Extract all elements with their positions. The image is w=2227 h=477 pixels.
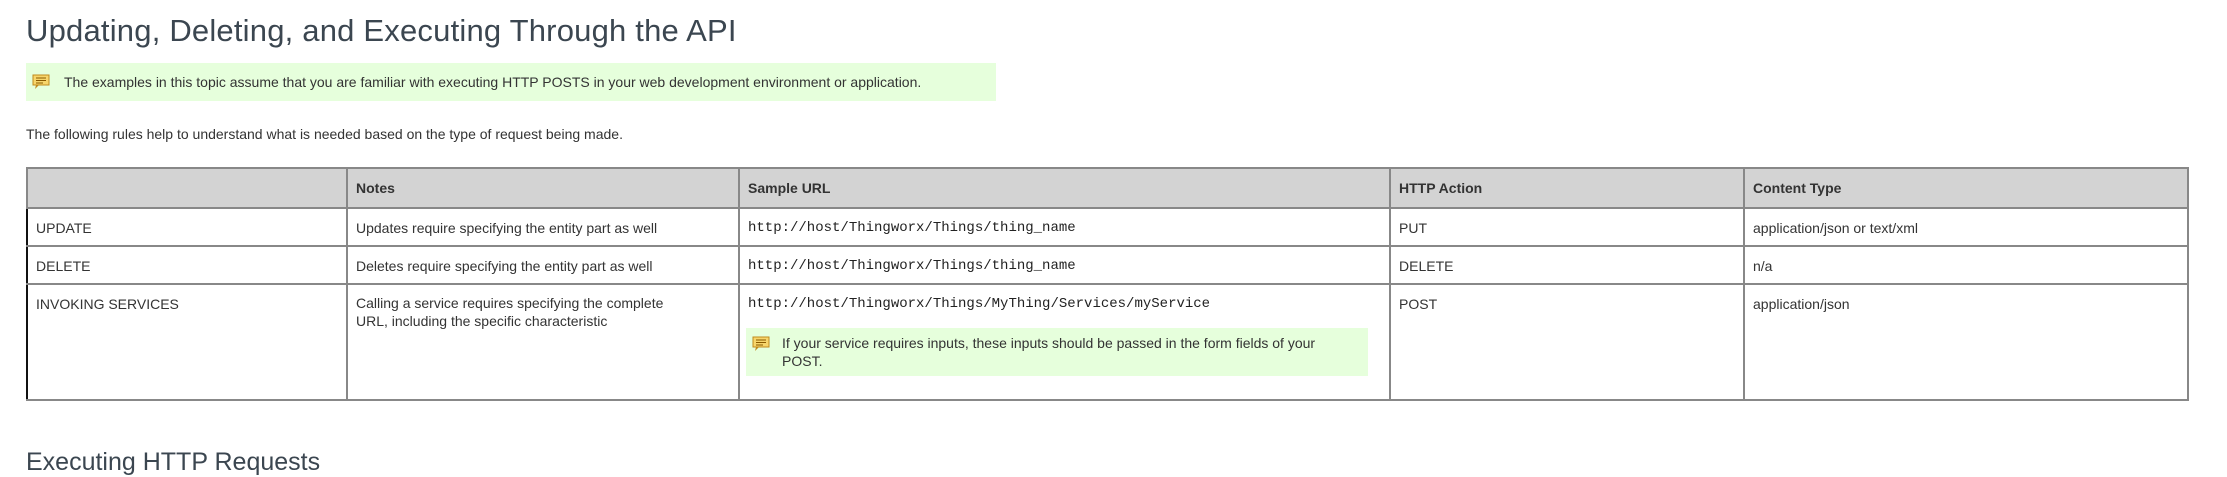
note-icon: [32, 74, 50, 89]
url-note-text: If your service requires inputs, these i…: [782, 335, 1316, 369]
rules-table: Notes Sample URL HTTP Action Content Typ…: [26, 167, 2189, 401]
cell-sample-url: http://host/Thingworx/Things/MyThing/Ser…: [738, 283, 1391, 401]
table-header-row: Notes Sample URL HTTP Action Content Typ…: [26, 167, 2189, 209]
header-notes: Notes: [346, 167, 740, 209]
cell-notes: Deletes require specifying the entity pa…: [346, 245, 740, 285]
cell-type: DELETE: [26, 245, 348, 285]
section-heading-executing-http-requests: Executing HTTP Requests: [26, 448, 321, 476]
cell-notes: Calling a service requires specifying th…: [346, 283, 740, 401]
cell-http-action: POST: [1389, 283, 1745, 401]
cell-content-type: n/a: [1743, 245, 2189, 285]
cell-sample-url: http://host/Thingworx/Things/thing_name: [738, 207, 1391, 247]
cell-notes-text: Calling a service requires specifying th…: [356, 295, 664, 329]
cell-content-type: application/json or text/xml: [1743, 207, 2189, 247]
url-note-callout: If your service requires inputs, these i…: [746, 328, 1368, 376]
cell-http-action: PUT: [1389, 207, 1745, 247]
header-content-type: Content Type: [1743, 167, 2189, 209]
intro-text: The following rules help to understand w…: [26, 126, 623, 142]
sample-url-text: http://host/Thingworx/Things/MyThing/Ser…: [748, 296, 1211, 312]
cell-content-type: application/json: [1743, 283, 2189, 401]
table-row: INVOKING SERVICES Calling a service requ…: [26, 283, 2189, 401]
header-sample-url: Sample URL: [738, 167, 1391, 209]
note-callout: The examples in this topic assume that y…: [26, 63, 996, 101]
cell-sample-url: http://host/Thingworx/Things/thing_name: [738, 245, 1391, 285]
header-http-action: HTTP Action: [1389, 167, 1745, 209]
cell-type: INVOKING SERVICES: [26, 283, 348, 401]
page-title: Updating, Deleting, and Executing Throug…: [26, 12, 737, 48]
note-icon: [752, 336, 770, 351]
cell-type: UPDATE: [26, 207, 348, 247]
cell-http-action: DELETE: [1389, 245, 1745, 285]
header-type: [26, 167, 348, 209]
note-text: The examples in this topic assume that y…: [64, 74, 922, 90]
table-row: UPDATE Updates require specifying the en…: [26, 207, 2189, 247]
table-row: DELETE Deletes require specifying the en…: [26, 245, 2189, 285]
cell-notes: Updates require specifying the entity pa…: [346, 207, 740, 247]
